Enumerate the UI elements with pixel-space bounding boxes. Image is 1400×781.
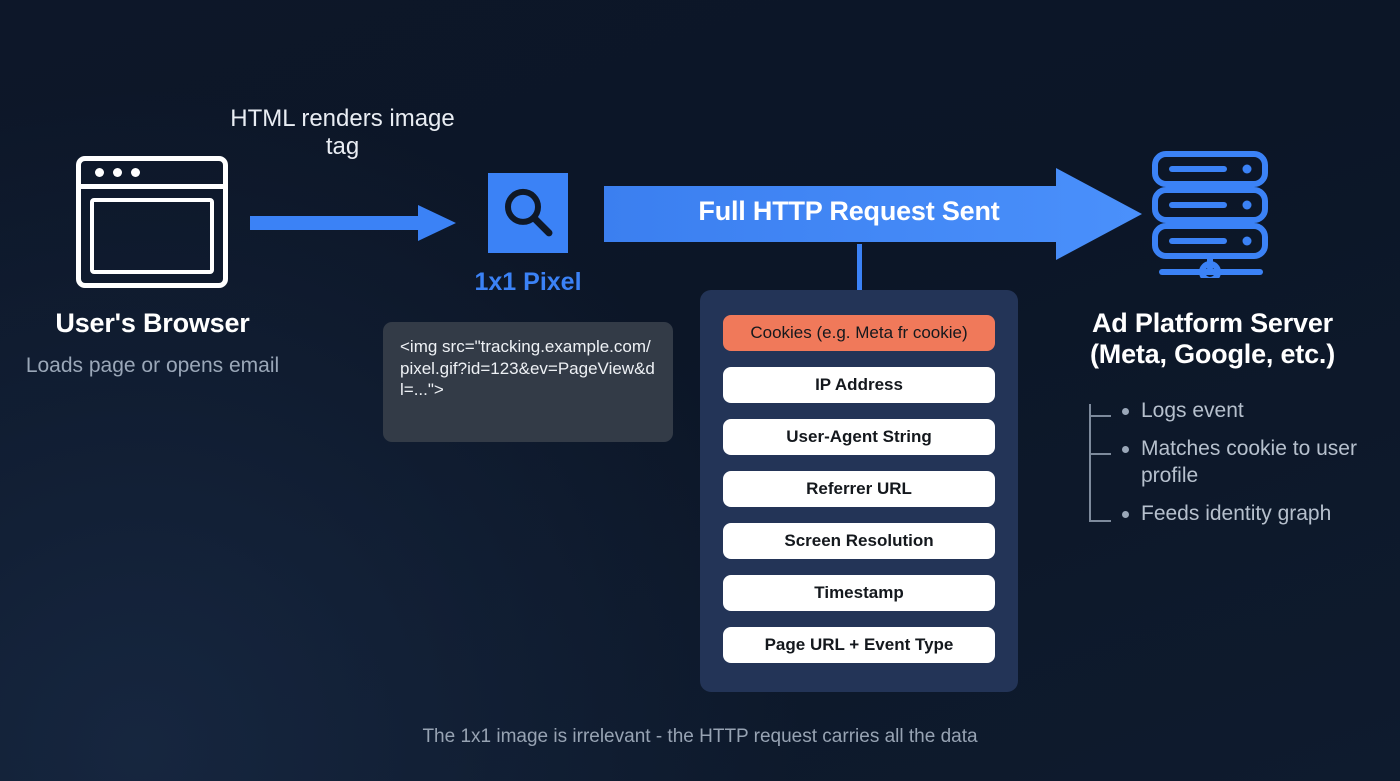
- browser-window-icon: [76, 156, 228, 288]
- tree-connector-tick: [1089, 415, 1111, 417]
- pixel-node-label: 1x1 Pixel: [474, 268, 582, 296]
- list-item[interactable]: IP Address: [723, 367, 995, 403]
- list-item: Logs event: [1122, 398, 1389, 424]
- bullet-dot-icon: [1122, 408, 1129, 415]
- tree-connector-tick: [1089, 520, 1111, 522]
- server-title-line2: (Meta, Google, etc.): [1089, 339, 1336, 370]
- list-item-label: Feeds identity graph: [1141, 502, 1332, 526]
- browser-dot-2: [113, 168, 122, 177]
- request-data-panel: Cookies (e.g. Meta fr cookie) IP Address…: [700, 290, 1018, 692]
- server-node-title: Ad Platform Server (Meta, Google, etc.): [1060, 308, 1365, 371]
- bullet-dot-icon: [1122, 446, 1129, 454]
- server-title-line1: Ad Platform Server: [1092, 308, 1333, 338]
- panel-connector-line: [857, 244, 862, 292]
- pixel-square-icon: [488, 173, 568, 253]
- list-item[interactable]: User-Agent String: [723, 419, 995, 455]
- server-rack-icon: [1152, 151, 1268, 278]
- big-arrow-right-icon: [604, 168, 1142, 260]
- list-item[interactable]: Page URL + Event Type: [723, 627, 995, 663]
- edge-label-html-renders: HTML renders image tag: [230, 105, 455, 160]
- tree-connector-spine: [1089, 404, 1091, 521]
- list-item: Feeds identity graph: [1122, 501, 1389, 527]
- request-data-list: Cookies (e.g. Meta fr cookie) IP Address…: [723, 315, 995, 663]
- list-item[interactable]: Screen Resolution: [723, 523, 995, 559]
- server-actions-list: Logs event Matches cookie to user profil…: [1089, 398, 1389, 528]
- browser-dot-3: [131, 168, 140, 177]
- list-item[interactable]: Referrer URL: [723, 471, 995, 507]
- browser-titlebar: [81, 161, 223, 189]
- browser-dot-1: [95, 168, 104, 177]
- browser-node-title: User's Browser: [55, 308, 250, 338]
- list-item[interactable]: Cookies (e.g. Meta fr cookie): [723, 315, 995, 351]
- list-item[interactable]: Timestamp: [723, 575, 995, 611]
- tree-connector-tick: [1089, 453, 1111, 455]
- list-item-label: Matches cookie to user profile: [1141, 437, 1357, 487]
- browser-viewport: [90, 198, 214, 274]
- code-snippet-box: <img src="tracking.example.com/pixel.gif…: [383, 322, 673, 442]
- code-snippet-text: <img src="tracking.example.com/pixel.gif…: [400, 337, 655, 400]
- browser-node-subtitle: Loads page or opens email: [25, 354, 280, 377]
- list-item-label: Logs event: [1141, 399, 1244, 422]
- bullet-dot-icon: [1122, 511, 1129, 519]
- magnifier-icon: [505, 188, 553, 237]
- list-item: Matches cookie to user profile: [1122, 436, 1389, 489]
- edge-label-http-request: Full HTTP Request Sent: [698, 196, 1000, 226]
- arrow-right-icon: [250, 205, 456, 241]
- footer-note: The 1x1 image is irrelevant - the HTTP r…: [422, 726, 978, 747]
